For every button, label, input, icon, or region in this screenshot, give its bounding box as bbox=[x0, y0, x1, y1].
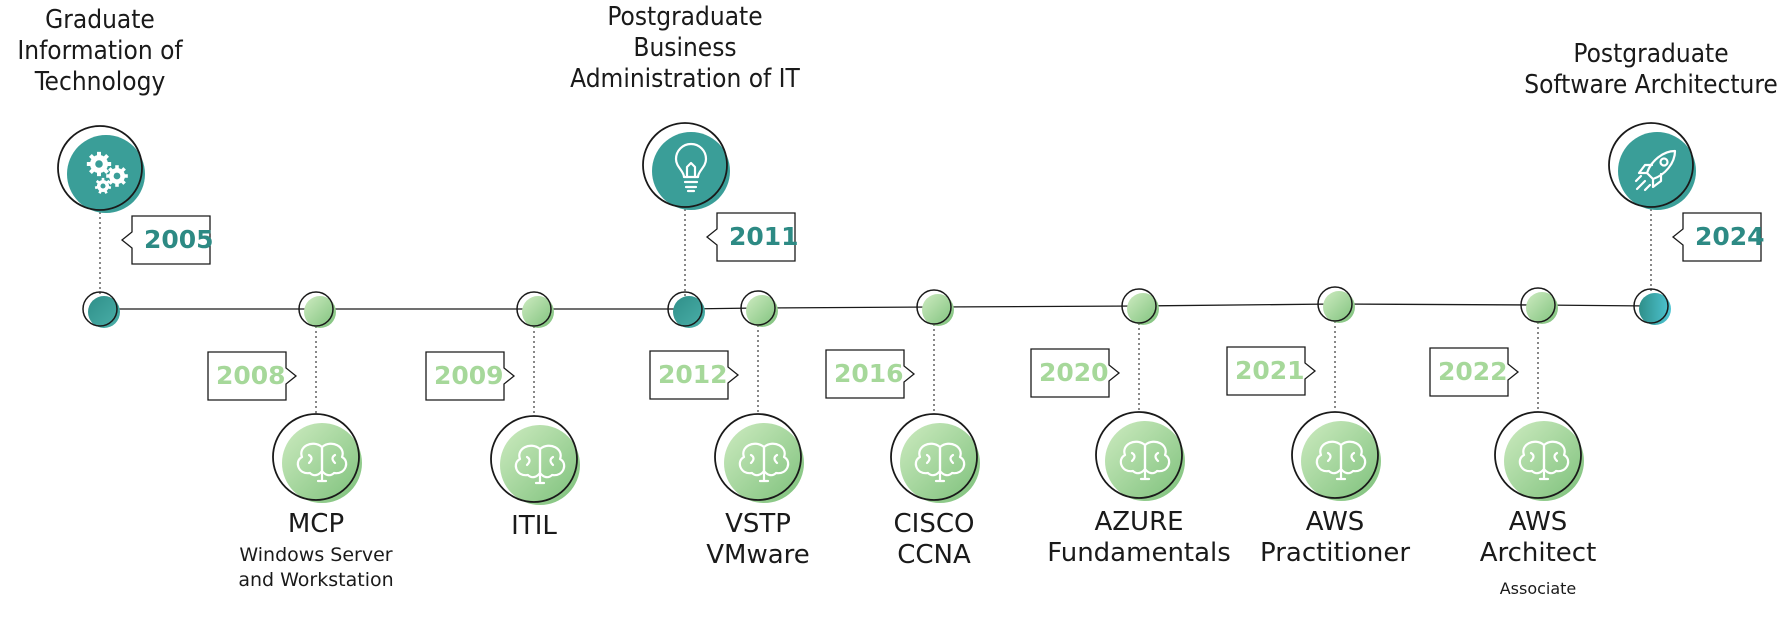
title-line: Business bbox=[633, 33, 737, 64]
title-line: MCP bbox=[287, 509, 345, 539]
title-line: Administration of IT bbox=[570, 64, 800, 95]
node-outline bbox=[1520, 287, 1556, 323]
title-line: VSTP bbox=[725, 509, 791, 539]
year-label: 2016 bbox=[834, 359, 904, 388]
milestone-vstp bbox=[649, 290, 804, 503]
year-label: 2021 bbox=[1235, 356, 1305, 385]
node-outline bbox=[1317, 286, 1353, 322]
title-line: Practitioner bbox=[1259, 538, 1411, 569]
year-label: 2020 bbox=[1039, 358, 1109, 387]
icon-badge bbox=[1618, 132, 1696, 210]
title-line: ITIL bbox=[511, 511, 557, 541]
year-tag bbox=[1226, 346, 1317, 396]
icon-badge-outline bbox=[1095, 411, 1183, 499]
milestone-aws-practitioner bbox=[1226, 286, 1381, 501]
brain-icon bbox=[296, 442, 348, 483]
year-tag bbox=[1671, 212, 1762, 262]
node-outline bbox=[82, 291, 118, 327]
year-tag bbox=[705, 212, 796, 262]
year-tag bbox=[425, 351, 516, 401]
node-outline bbox=[1121, 288, 1157, 324]
milestone-title: ITIL bbox=[511, 511, 557, 542]
icon-badge-outline bbox=[1608, 122, 1694, 208]
year-tag bbox=[1429, 347, 1520, 397]
subtitle-line: Associate bbox=[1499, 579, 1577, 599]
icon-badge-outline bbox=[57, 125, 143, 211]
icon-badge-outline bbox=[490, 415, 578, 503]
year-label: 2011 bbox=[729, 222, 799, 251]
icon-badge bbox=[67, 135, 145, 213]
brain-icon bbox=[1518, 440, 1570, 481]
title-line: Postgraduate bbox=[1573, 39, 1729, 69]
icon-badge-outline bbox=[642, 122, 728, 208]
subtitle-line: Windows Server bbox=[239, 544, 393, 567]
milestone-cisco bbox=[825, 289, 980, 503]
node-outline bbox=[298, 291, 334, 327]
year-label: 2012 bbox=[658, 360, 728, 389]
icon-badge-outline bbox=[1494, 411, 1582, 499]
title-line: Information of bbox=[17, 36, 183, 67]
icon-badge-outline bbox=[272, 413, 360, 501]
title-line: Graduate bbox=[45, 5, 155, 35]
title-line: Postgraduate bbox=[607, 2, 763, 32]
title-line: VMware bbox=[706, 540, 810, 571]
node-outline bbox=[1633, 288, 1669, 324]
brain-icon bbox=[1315, 440, 1367, 481]
year-label: 2024 bbox=[1695, 222, 1765, 251]
year-tag bbox=[649, 350, 740, 400]
year-label: 2005 bbox=[144, 225, 214, 254]
icon-badge-outline bbox=[1291, 411, 1379, 499]
title-line: Architect bbox=[1479, 538, 1597, 569]
milestone-azure bbox=[1030, 288, 1185, 501]
node-outline bbox=[516, 291, 552, 327]
milestone-aws-architect bbox=[1429, 287, 1584, 501]
year-label: 2022 bbox=[1438, 357, 1508, 386]
timeline-axis bbox=[100, 303, 1652, 310]
rocket-icon bbox=[1634, 149, 1677, 192]
brain-icon bbox=[1119, 440, 1171, 481]
subtitle-line: and Workstation bbox=[238, 568, 394, 591]
icon-badge-outline bbox=[714, 413, 802, 501]
year-tag bbox=[1030, 348, 1121, 398]
title-line: Fundamentals bbox=[1047, 538, 1231, 569]
milestone-itil bbox=[425, 291, 580, 505]
icon-badge-outline bbox=[890, 413, 978, 501]
icon-badge bbox=[652, 132, 730, 210]
title-line: AZURE bbox=[1094, 507, 1184, 537]
lightbulb-icon bbox=[674, 142, 708, 193]
title-line: Technology bbox=[34, 67, 166, 98]
title-line: AWS bbox=[1305, 507, 1365, 537]
milestone-graduate-it bbox=[57, 125, 211, 328]
year-tag bbox=[207, 351, 298, 401]
year-label: 2008 bbox=[216, 361, 286, 390]
year-tag bbox=[825, 349, 916, 399]
title-line: AWS bbox=[1508, 507, 1568, 537]
milestone-postgrad-business bbox=[642, 122, 796, 328]
title-line: CCNA bbox=[897, 540, 971, 571]
milestone-postgrad-software bbox=[1608, 122, 1762, 325]
title-line: CISCO bbox=[893, 509, 975, 539]
milestone-mcp bbox=[207, 291, 362, 503]
gears-icon bbox=[86, 151, 128, 194]
brain-icon bbox=[738, 442, 790, 483]
node-outline bbox=[667, 291, 703, 327]
title-line: Software Architecture bbox=[1524, 70, 1778, 101]
year-label: 2009 bbox=[434, 361, 504, 390]
brain-icon bbox=[914, 442, 966, 483]
brain-icon bbox=[514, 444, 566, 485]
node-outline bbox=[740, 290, 776, 326]
year-tag bbox=[120, 215, 211, 265]
node-outline bbox=[916, 289, 952, 325]
